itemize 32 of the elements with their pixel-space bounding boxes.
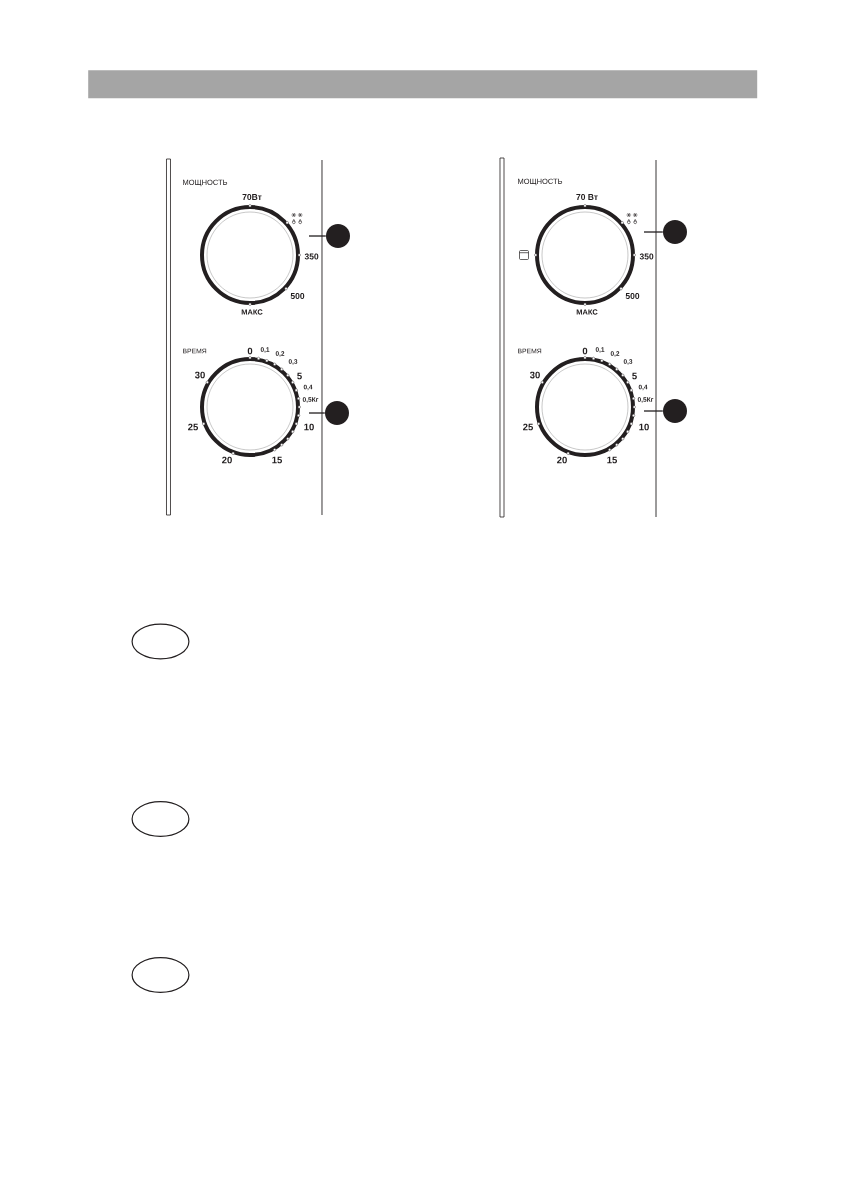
scale-label: 350	[304, 253, 319, 260]
scale-label: 10	[304, 423, 314, 431]
leader-line	[643, 231, 664, 233]
scale-label: 30	[529, 371, 540, 379]
oval	[131, 623, 190, 660]
scale-label: 0	[247, 347, 253, 355]
callout-dot	[326, 224, 350, 248]
header-bar	[88, 70, 758, 99]
callout-dot	[663, 399, 687, 423]
scale-label: 0	[582, 347, 588, 355]
scale-label: 25	[188, 423, 198, 431]
leader-line	[308, 412, 326, 414]
leader-line	[308, 235, 327, 237]
scale-label: 70Вт	[242, 194, 262, 200]
scale-label: 20	[557, 456, 567, 464]
oval	[131, 801, 190, 837]
scale-label: 350	[639, 253, 654, 260]
scale-label: 5	[297, 372, 302, 380]
callout-dot	[325, 401, 349, 425]
scale-label: 70 Вт	[576, 194, 598, 200]
scale-label: 500	[290, 293, 305, 299]
callout-dot	[663, 220, 687, 244]
scale-label: 10	[639, 423, 649, 431]
scale-label: 500	[625, 293, 640, 299]
oval	[131, 957, 190, 993]
scale-label: 15	[607, 456, 617, 464]
leader-line	[643, 410, 664, 412]
scale-label: 15	[272, 456, 282, 464]
scale-label: 30	[194, 371, 205, 379]
scale-label: 5	[632, 372, 637, 380]
scale-label: 20	[222, 456, 232, 464]
scale-label: 25	[523, 423, 533, 431]
